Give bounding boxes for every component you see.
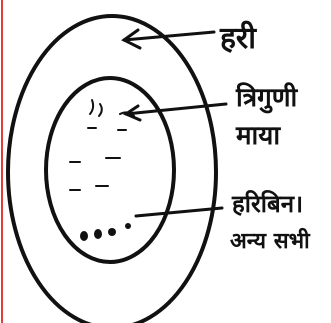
label-bottom-line1: हरिबिन। [231, 190, 303, 218]
outer-circle-hari [8, 16, 216, 323]
label-inner-line2: माया [235, 121, 281, 151]
label-bottom-line2: अन्य सभी [230, 227, 311, 254]
label-outer-hari: हरी [219, 20, 257, 56]
bottom-dots [80, 223, 131, 241]
label-inner-line1: त्रिगुणी [235, 82, 299, 114]
bottom-arrow [136, 208, 222, 216]
